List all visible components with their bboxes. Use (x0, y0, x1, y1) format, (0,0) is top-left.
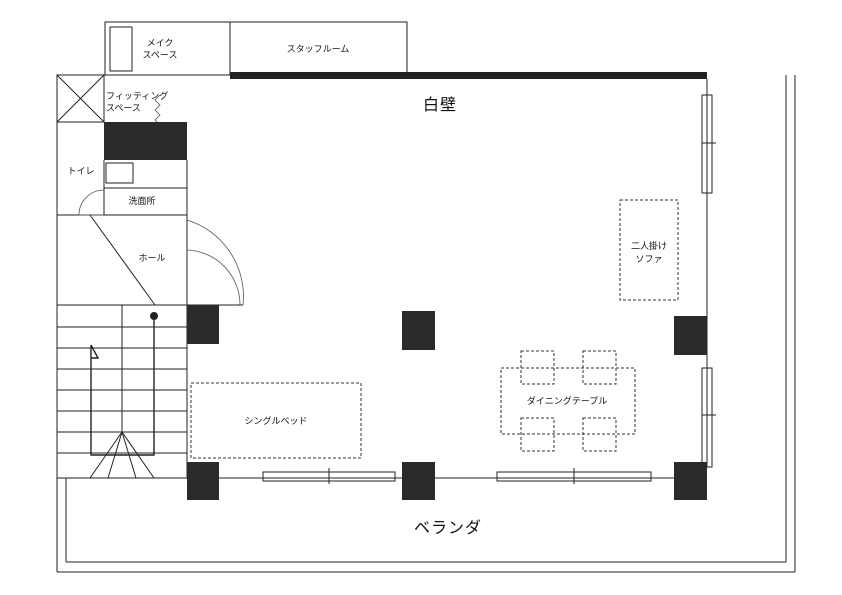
washroom-label: 洗面所 (128, 195, 155, 207)
veranda-label: ベランダ (414, 518, 482, 537)
pillar (674, 462, 707, 500)
hall-label: ホール (138, 253, 165, 264)
hall (89, 214, 244, 306)
fitting-label-line2: スペース (106, 104, 141, 114)
sofa-outline (619, 199, 679, 301)
bottom-window-left (262, 468, 396, 484)
pillar (402, 462, 435, 500)
right-window-bottom (701, 367, 716, 468)
fitting-curtain (154, 94, 161, 126)
toilet-door-swing (78, 189, 105, 216)
staircase (56, 304, 188, 479)
hall-door-swing-2 (186, 249, 241, 306)
dining-table-label: ダイニングテーブル (527, 395, 607, 407)
single-bed-outline (190, 382, 362, 459)
dining-chair (582, 417, 617, 452)
pillar (187, 305, 219, 344)
bottom-window-right (496, 468, 652, 484)
stair-arrow (90, 316, 155, 456)
pillar (674, 316, 707, 355)
fitting-label-line1: フィッティング (106, 90, 168, 102)
veranda-frame (56, 75, 796, 573)
pillar (187, 462, 219, 500)
wash-basin (105, 162, 134, 184)
storage-block (104, 122, 187, 160)
staff-room-label: スタッフルーム (287, 44, 350, 55)
toilet-room (57, 160, 187, 216)
dining-chair (582, 350, 617, 385)
single-bed-label: シングルベッド (244, 415, 307, 427)
hall-door-swing-1 (186, 219, 244, 306)
right-window-top (701, 94, 716, 194)
stair-start-dot (150, 312, 158, 320)
pillar (402, 311, 435, 350)
dining-chair (520, 417, 555, 452)
dining-chair (520, 350, 555, 385)
dining-set (500, 350, 636, 452)
white-wall-label: 白壁 (423, 95, 457, 114)
sofa-label-line1: 二人掛け (631, 240, 667, 252)
make-space-label-line1: メイク (147, 38, 174, 49)
toilet-label: トイレ (67, 167, 94, 177)
make-space-label-line2: スペース (143, 51, 178, 61)
sofa-label-line2: ソファ (635, 255, 662, 265)
dining-table-outline (500, 367, 636, 435)
make-table (109, 26, 133, 72)
white-wall (230, 72, 707, 79)
